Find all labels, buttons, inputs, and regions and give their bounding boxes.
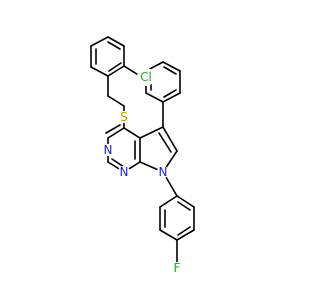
atom-label-f: F	[174, 261, 181, 275]
bond	[107, 127, 125, 139]
bond	[177, 226, 191, 236]
bond	[162, 126, 178, 152]
bond	[123, 65, 141, 77]
bond	[177, 201, 191, 211]
atom-cl: Cl	[137, 68, 155, 86]
bond	[107, 36, 125, 47]
bond	[159, 195, 178, 208]
bond	[123, 127, 141, 139]
bond	[105, 124, 121, 134]
bond	[107, 65, 125, 77]
bond	[108, 62, 122, 72]
bond	[162, 61, 181, 72]
bond	[90, 36, 109, 47]
bond	[107, 95, 125, 107]
atom-label-n1: N	[120, 165, 129, 179]
atom-label-n7: N	[159, 165, 168, 179]
bond	[176, 195, 195, 208]
bond	[162, 92, 181, 103]
bond	[111, 158, 125, 168]
bond	[163, 66, 177, 75]
atom-label-s: S	[120, 110, 128, 124]
atom-n7: N	[157, 165, 169, 179]
bond	[107, 41, 121, 50]
bond	[176, 229, 195, 241]
atom-label-n3: N	[104, 143, 113, 157]
bond	[159, 229, 178, 241]
bond	[145, 92, 164, 103]
bond	[158, 132, 172, 153]
atom-labels: S Cl N N N F	[102, 68, 183, 275]
bond	[139, 126, 164, 139]
atom-n1: N	[118, 165, 130, 179]
molecule-structure: S Cl N N N F	[90, 36, 195, 275]
atom-f: F	[171, 261, 183, 275]
atom-label-cl: Cl	[140, 70, 152, 84]
atom-s: S	[118, 110, 130, 124]
atom-n3: N	[102, 143, 114, 157]
bond	[163, 89, 177, 98]
bond	[90, 66, 109, 77]
